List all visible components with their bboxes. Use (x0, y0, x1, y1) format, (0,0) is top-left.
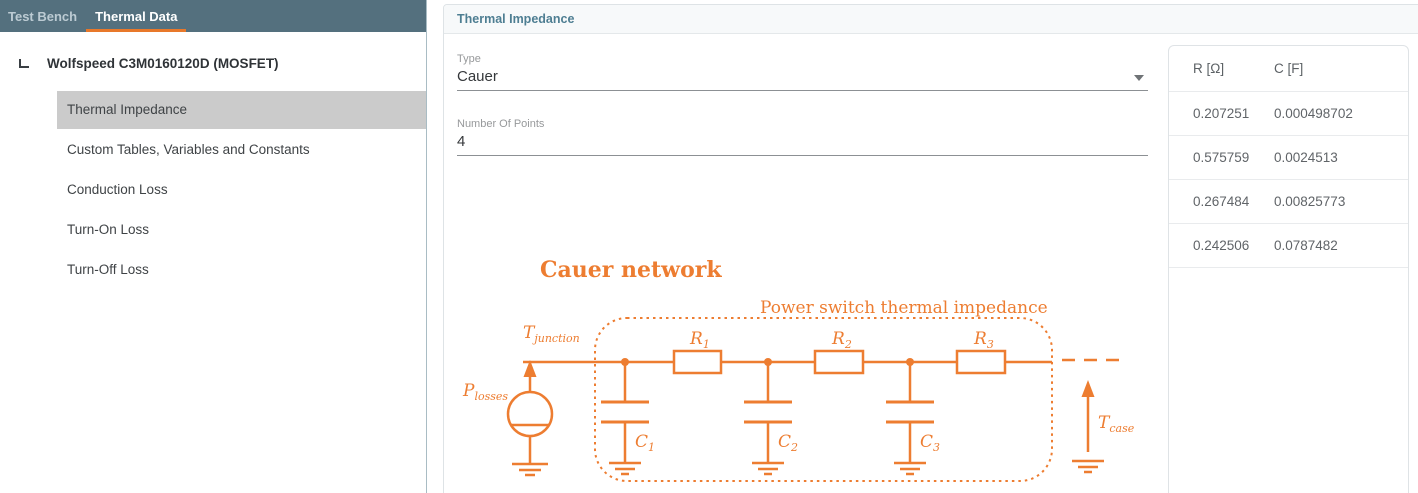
thermal-impedance-boundary (594, 317, 1053, 482)
type-field-label: Type (457, 53, 481, 65)
capacitor-c3: C3 (886, 362, 940, 476)
svg-text:R1: R1 (689, 329, 710, 351)
table-row[interactable]: 0.207251 0.000498702 (1169, 92, 1408, 136)
svg-text:R3: R3 (973, 329, 994, 351)
tab-bar: Test Bench Thermal Data (0, 0, 426, 32)
type-field: Type Cauer (457, 52, 1148, 91)
svg-text:R2: R2 (831, 329, 852, 351)
diagram-title: Cauer network (540, 257, 722, 283)
rc-table-header-r: R [Ω] (1193, 61, 1225, 76)
sidebar-item-conduction-loss[interactable]: Conduction Loss (67, 182, 168, 197)
number-of-points-value: 4 (457, 133, 466, 150)
t-junction-label: Tjunction (523, 323, 580, 345)
tab-thermal-data[interactable]: Thermal Data (86, 0, 187, 32)
panel-title: Thermal Impedance (457, 12, 575, 26)
capacitor-c2: C2 (744, 362, 798, 476)
sidebar-item-turn-on-loss[interactable]: Turn-On Loss (67, 222, 150, 237)
table-row[interactable]: 0.267484 0.00825773 (1169, 180, 1408, 224)
c-cell[interactable]: 0.0024513 (1274, 150, 1338, 165)
rc-table-header-c: C [F] (1274, 61, 1304, 76)
type-dropdown-value: Cauer (457, 68, 498, 85)
r-cell[interactable]: 0.207251 (1193, 106, 1250, 121)
rc-table-header-row: R [Ω] C [F] (1169, 46, 1408, 92)
r-cell[interactable]: 0.267484 (1193, 194, 1250, 209)
svg-text:Plosses: Plosses (462, 381, 508, 403)
cauer-network-diagram: Cauer network Power switch thermal imped… (462, 257, 1135, 482)
sidebar-item-custom-tables[interactable]: Custom Tables, Variables and Constants (67, 142, 310, 157)
sidebar-item-thermal-impedance[interactable]: Thermal Impedance (57, 91, 426, 129)
r-cell[interactable]: 0.575759 (1193, 150, 1250, 165)
resistor-r1: R1 (672, 329, 723, 375)
t-case-reference: Tcase (1072, 380, 1135, 474)
number-of-points-label: Number Of Points (457, 118, 545, 130)
tab-test-bench[interactable]: Test Bench (8, 8, 78, 24)
table-row[interactable]: 0.242506 0.0787482 (1169, 224, 1408, 268)
c-cell[interactable]: 0.000498702 (1274, 106, 1353, 121)
device-name: Wolfspeed C3M0160120D (MOSFET) (47, 55, 279, 71)
svg-text:C2: C2 (778, 432, 798, 454)
c-cell[interactable]: 0.00825773 (1274, 194, 1346, 209)
chevron-down-icon[interactable] (1134, 75, 1144, 81)
device-tree-items: Thermal Impedance Custom Tables, Variabl… (0, 91, 426, 289)
number-of-points-input[interactable]: 4 (457, 132, 1148, 156)
svg-text:C3: C3 (920, 432, 940, 454)
svg-text:Tcase: Tcase (1098, 413, 1135, 435)
device-tree-root[interactable]: Wolfspeed C3M0160120D (MOSFET) (0, 48, 426, 78)
rc-table: R [Ω] C [F] 0.207251 0.000498702 0.57575… (1168, 45, 1409, 493)
sidebar-item-turn-off-loss[interactable]: Turn-Off Loss (67, 262, 149, 277)
collapse-icon[interactable] (19, 58, 29, 68)
table-row[interactable]: 0.575759 0.0024513 (1169, 136, 1408, 180)
c-cell[interactable]: 0.0787482 (1274, 238, 1338, 253)
resistor-r3: R3 (955, 329, 1007, 375)
number-of-points-field: Number Of Points 4 (457, 117, 1148, 156)
r-cell[interactable]: 0.242506 (1193, 238, 1250, 253)
sidebar: Test Bench Thermal Data Wolfspeed C3M016… (0, 0, 427, 493)
resistor-r2: R2 (813, 329, 865, 375)
power-loss-source: Plosses (462, 360, 554, 477)
capacitor-c1: C1 (601, 362, 655, 476)
svg-text:C1: C1 (635, 432, 655, 454)
panel-header: Thermal Impedance (444, 5, 1418, 34)
diagram-box-label: Power switch thermal impedance (760, 298, 1048, 318)
type-dropdown[interactable]: Cauer (457, 67, 1148, 91)
